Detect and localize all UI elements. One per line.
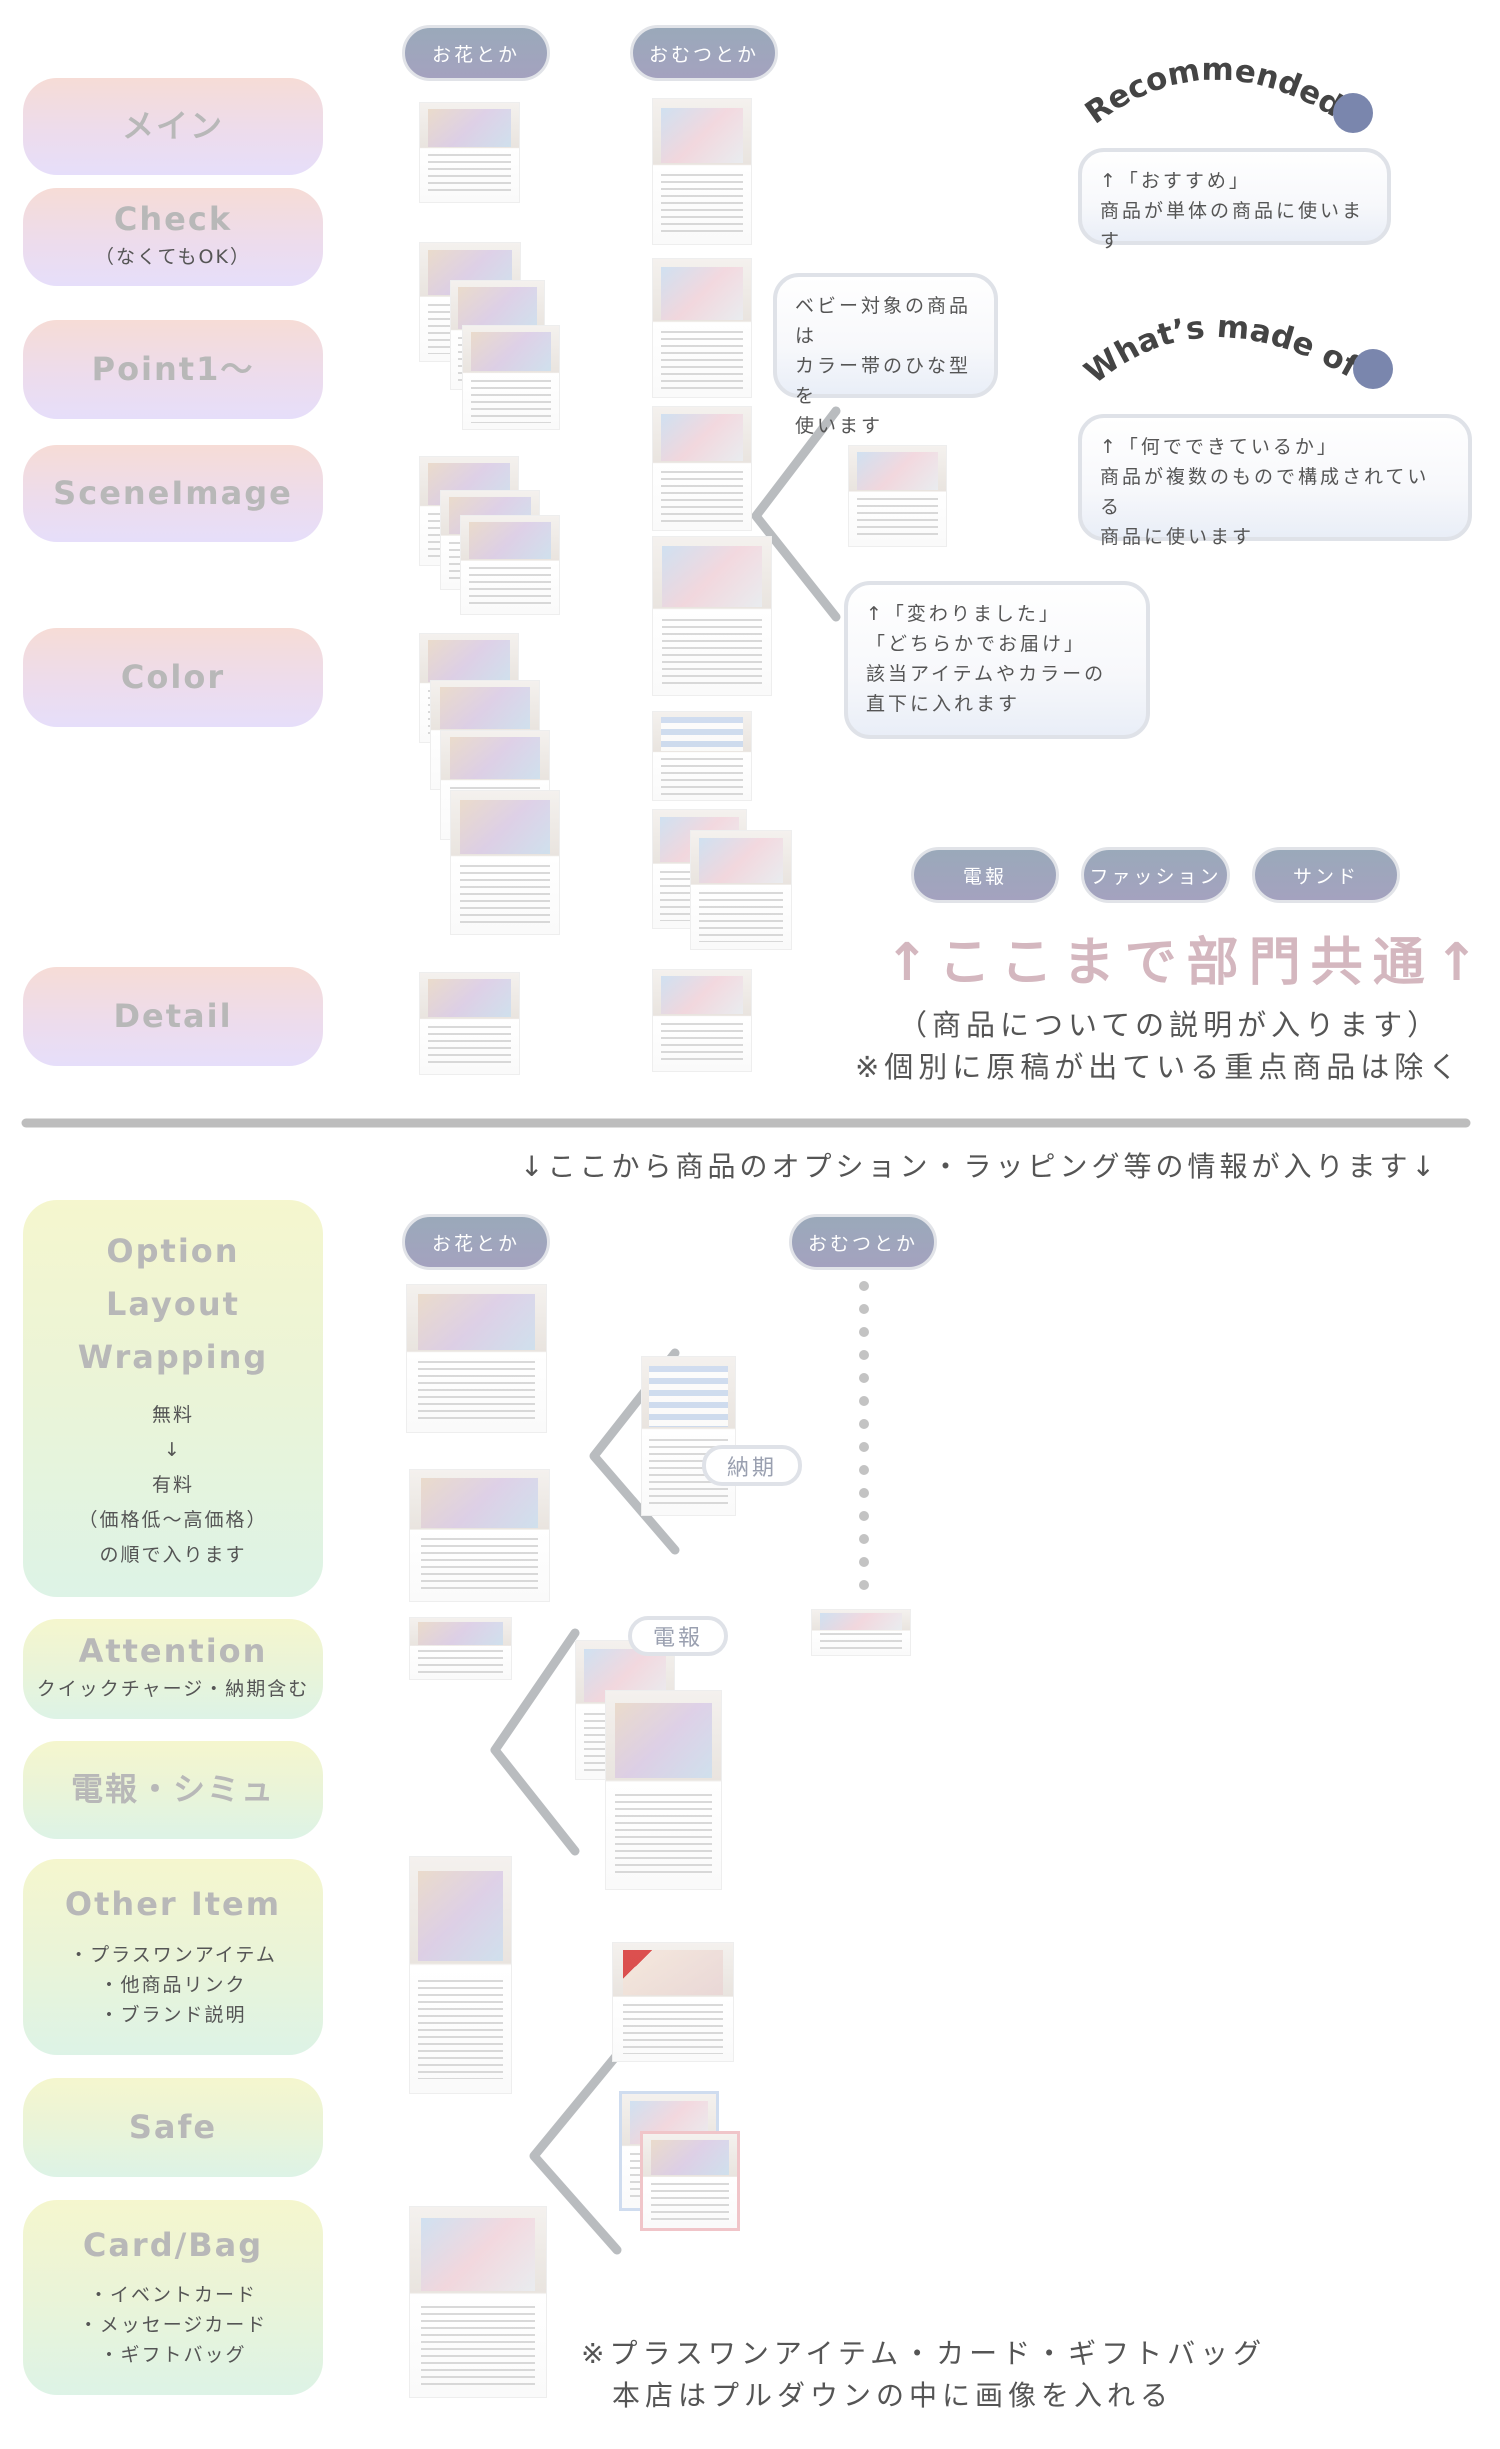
section-title: Attention — [78, 1631, 268, 1670]
section-title: Layout — [106, 1284, 240, 1323]
recommended-note: ↑「おすすめ」 商品が単体の商品に使います — [1078, 148, 1391, 252]
note-line: ↑「変わりました」 — [866, 603, 1061, 625]
section-title: Card/Bag — [82, 2225, 264, 2264]
section-subtitle: （なくてもOK） — [95, 246, 251, 269]
thumbnail-detail-diaper — [652, 969, 752, 1072]
section-title: Wrapping — [77, 1337, 269, 1376]
note-line: ↑「何でできているか」 — [1100, 436, 1339, 458]
section-telegram-simulation: 電報・シミュ — [23, 1741, 323, 1839]
common-banner: ↑ここまで部門共通↑ — [885, 933, 1489, 993]
thumbnail-other-item — [409, 1856, 512, 2094]
section-color: Color — [23, 628, 323, 727]
section-title: メイン — [121, 106, 224, 145]
thumbnail-changed-item — [848, 445, 947, 547]
note-line: 「どちらかでお届け」 — [866, 633, 1087, 655]
section-title: Option — [106, 1231, 240, 1270]
note-line: カラー帯のひな型を — [795, 355, 972, 407]
divider-caption: ↓ここから商品のオプション・ラッピング等の情報が入ります↓ — [520, 1150, 1439, 1183]
note-line: 商品が単体の商品に使います — [1100, 200, 1365, 252]
section-subtitle: ・ギフトバッグ — [99, 2344, 247, 2367]
thumbnail-safe-service — [640, 2131, 740, 2231]
recommended-heading: Recommended — [1079, 52, 1349, 132]
thumbnail-quick-charge — [641, 1356, 736, 1516]
note-line: 商品が複数のもので構成されている — [1100, 466, 1430, 518]
note-line: ベビー対象の商品は — [795, 295, 972, 347]
section-title: Detail — [113, 996, 233, 1035]
section-subtitle: クイックチャージ・納期含む — [36, 1678, 310, 1701]
department-telegram: 電報 — [911, 847, 1059, 903]
thumbnail-main-diaper — [652, 98, 752, 245]
thumbnail-attention-diaper — [811, 1609, 911, 1656]
section-subtitle: の順で入ります — [99, 1543, 247, 1566]
description-line: ※個別に原稿が出ている重点商品は除く — [855, 1050, 1463, 1084]
thumbnail-madeof-diaper — [652, 406, 752, 531]
section-title: Point1〜 — [91, 349, 255, 388]
section-title: Color — [120, 657, 226, 696]
section-attention: Attention クイックチャージ・納期含む — [23, 1619, 323, 1719]
thumbnail-madeof-diaper — [652, 536, 772, 696]
chevron-connector — [529, 2050, 622, 2255]
note-line: ↑「おすすめ」 — [1100, 170, 1251, 192]
chevron-connector — [490, 1628, 580, 1856]
thumbnail-attention — [409, 1617, 512, 1680]
section-title: 電報・シミュ — [70, 1770, 275, 1809]
department-fashion: ファッション — [1081, 847, 1230, 903]
section-scene-image: SceneImage — [23, 445, 323, 542]
thumbnail-color-diaper — [690, 830, 792, 950]
thumbnail-layout-option — [406, 1284, 547, 1433]
thumbnail-check-diaper — [652, 258, 752, 398]
footnote-line: 本店はプルダウンの中に画像を入れる — [612, 2379, 1174, 2412]
section-subtitle: 有料 — [151, 1473, 194, 1496]
made-of-note: ↑「何でできているか」 商品が複数のもので構成されている 商品に使います — [1078, 414, 1472, 548]
section-subtitle: ・メッセージカード — [78, 2314, 268, 2337]
section-subtitle: 無料 — [151, 1403, 194, 1426]
section-check: Check （なくてもOK） — [23, 188, 323, 286]
thumbnail-telegram-contents — [605, 1690, 722, 1890]
thumbnail-scene-flower — [460, 515, 560, 615]
column-flowers: お花とか — [402, 25, 550, 81]
thumbnail-point-flower — [462, 325, 560, 430]
section-safe: Safe — [23, 2078, 323, 2177]
note-line: 該当アイテムやカラーの — [866, 663, 1107, 685]
section-subtitle: ・他商品リンク — [99, 1973, 247, 1996]
column-diapers: おむつとか — [789, 1214, 937, 1270]
section-subtitle: ↓ — [164, 1438, 182, 1461]
thumbnail-size-diaper — [652, 711, 752, 801]
description-line: （商品についての説明が入ります） — [898, 1008, 1442, 1042]
section-title: SceneImage — [53, 473, 293, 512]
chevron-connector — [751, 406, 841, 622]
accent-dot — [1353, 349, 1393, 389]
section-card-bag: Card/Bag ・イベントカード ・メッセージカード ・ギフトバッグ — [23, 2200, 323, 2395]
thumbnail-color-flower — [450, 790, 560, 935]
column-flowers: お花とか — [402, 1214, 550, 1270]
section-main: メイン — [23, 78, 323, 175]
section-subtitle: ・イベントカード — [88, 2284, 257, 2307]
thumbnail-wrapping-option — [409, 1469, 550, 1602]
thumbnail-red-banner — [612, 1942, 734, 2062]
thumbnail-main-flower — [419, 102, 520, 203]
thumbnail-card-bag — [409, 2206, 547, 2398]
note-line: 商品に使います — [1100, 526, 1255, 548]
section-subtitle: ・ブランド説明 — [99, 2003, 247, 2026]
section-title: Check — [113, 199, 233, 238]
telegram-tag: 電報 — [628, 1616, 728, 1656]
section-other-item: Other Item ・プラスワンアイテム ・他商品リンク ・ブランド説明 — [23, 1859, 323, 2055]
section-option: Option Layout Wrapping 無料 ↓ 有料 （価格低〜高価格）… — [23, 1200, 323, 1597]
section-title: Other Item — [64, 1885, 282, 1924]
thumbnail-detail-flower — [419, 972, 520, 1075]
section-subtitle: ・プラスワンアイテム — [69, 1943, 277, 1966]
section-title: Safe — [128, 2107, 218, 2146]
note-line: 使います — [795, 415, 884, 437]
footnote-line: ※プラスワンアイテム・カード・ギフトバッグ — [581, 2337, 1267, 2370]
column-diapers: おむつとか — [630, 25, 778, 81]
section-point: Point1〜 — [23, 320, 323, 419]
note-line: 直下に入れます — [866, 693, 1021, 715]
changed-note: ↑「変わりました」 「どちらかでお届け」 該当アイテムやカラーの 直下に入れます — [844, 581, 1150, 739]
baby-note: ベビー対象の商品は カラー帯のひな型を 使います — [773, 273, 998, 437]
accent-dot — [1333, 93, 1373, 133]
department-sand: サンド — [1252, 847, 1400, 903]
section-subtitle: （価格低〜高価格） — [78, 1508, 268, 1531]
delivery-tag: 納期 — [702, 1445, 802, 1486]
section-detail: Detail — [23, 967, 323, 1066]
